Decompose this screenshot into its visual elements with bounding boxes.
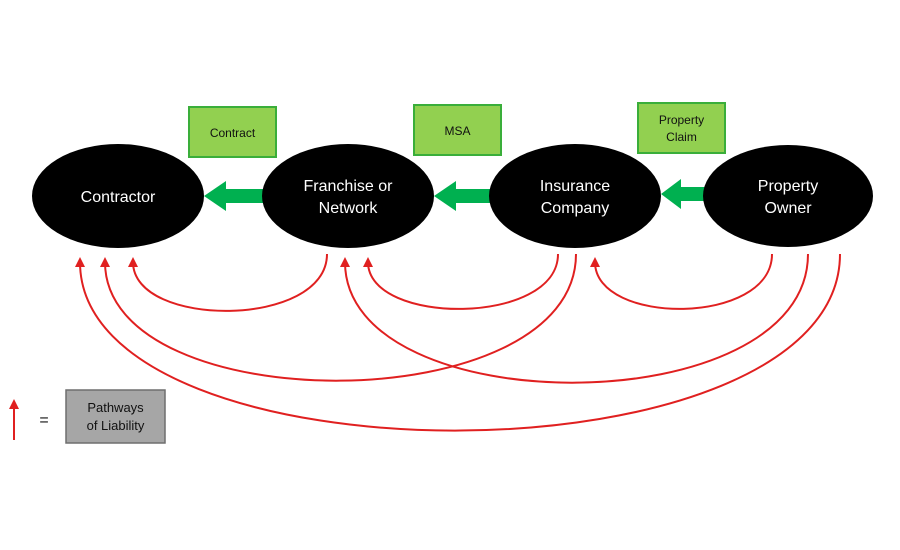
node-owner: Property Owner	[703, 145, 873, 247]
liability-arrow-insurance-to-franchise	[363, 253, 559, 310]
liability-pathways	[75, 253, 841, 432]
node-label-line2: Company	[541, 200, 609, 217]
node-label-line1: Property	[758, 178, 818, 195]
node-label-line2: Owner	[764, 200, 812, 217]
flow-arrow-insurance-to-franchise	[434, 181, 500, 211]
node-franchise: Franchise or Network	[262, 144, 434, 248]
legend: = Pathways of Liability	[9, 389, 166, 444]
relation-label: MSA	[444, 124, 470, 138]
flow-arrow-owner-to-insurance	[661, 179, 712, 209]
relation-box-property-claim: Property Claim	[637, 102, 726, 154]
legend-label-line2: of Liability	[87, 418, 145, 433]
legend-label-line1: Pathways	[87, 400, 144, 415]
relation-label-line1: Property	[659, 113, 704, 127]
relation-label: Contract	[210, 126, 256, 140]
node-label-line1: Insurance	[540, 178, 610, 195]
node-label-line2: Network	[319, 200, 379, 217]
legend-equals: =	[39, 412, 48, 429]
liability-arrow-owner-to-franchise	[340, 253, 809, 384]
node-label-line1: Franchise or	[304, 178, 394, 195]
node-label: Contractor	[81, 189, 156, 206]
relation-label-line2: Claim	[666, 130, 697, 144]
node-contractor: Contractor	[32, 144, 204, 248]
liability-arrow-franchise-to-contractor	[128, 253, 328, 312]
flow-arrow-franchise-to-contractor	[204, 181, 270, 211]
relation-box-msa: MSA	[413, 104, 502, 156]
legend-box	[65, 389, 166, 444]
liability-arrow-owner-to-contractor	[75, 253, 841, 432]
liability-arrow-owner-to-insurance	[590, 253, 773, 310]
liability-arrow-insurance-to-contractor	[100, 253, 577, 382]
relation-box-contract: Contract	[188, 106, 277, 158]
node-insurance: Insurance Company	[489, 144, 661, 248]
